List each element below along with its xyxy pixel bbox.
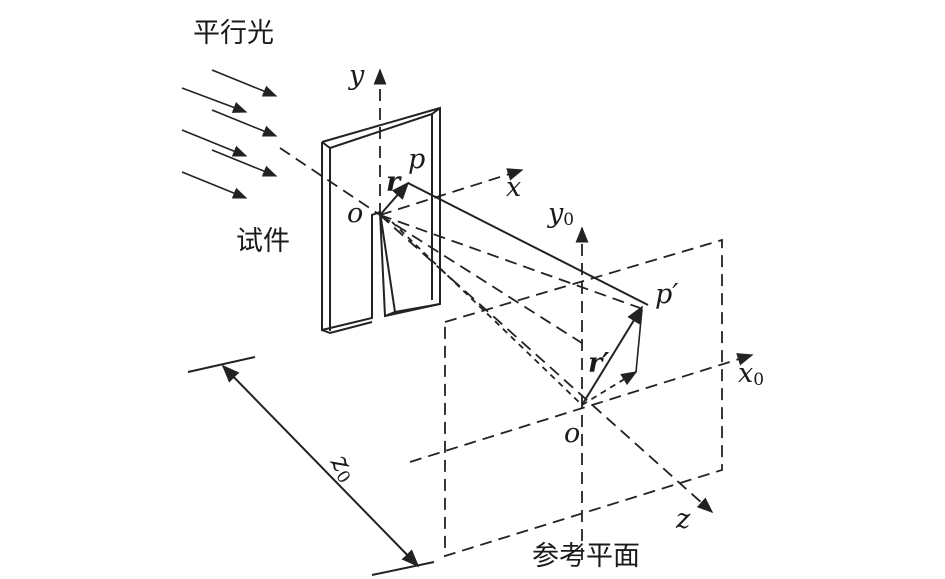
- specimen-label: 试件: [236, 226, 290, 257]
- axis-z-label: z: [675, 504, 691, 535]
- vector-r: [379, 181, 410, 216]
- axis-x-label: x: [506, 172, 521, 203]
- vector-r-prime: [581, 305, 643, 406]
- vector-r-label: r: [386, 167, 402, 198]
- reference-plane-label: 参考平面: [532, 541, 640, 572]
- reference-plane: [444, 238, 723, 558]
- projection-rays: [379, 214, 714, 514]
- ray-p-to-p-prime: [407, 182, 649, 306]
- z0-distance: [187, 356, 435, 576]
- origin-o-label: o: [347, 198, 363, 229]
- point-p-label: p: [408, 144, 425, 175]
- z0-label: z0: [323, 448, 364, 488]
- axis-x0-label: x0: [738, 358, 764, 390]
- reference-axes: [409, 226, 754, 560]
- vector-r-prime-label: r′: [588, 348, 609, 379]
- parallel-light-arrows: [181, 69, 278, 199]
- specimen-axes: [279, 68, 524, 216]
- parallel-light-label: 平行光: [193, 18, 274, 49]
- point-p-prime-label: p′: [655, 279, 678, 310]
- axis-y-label: y: [348, 60, 365, 91]
- axis-y0-label: y0: [547, 198, 574, 230]
- origin-o-ref-label: o: [564, 418, 580, 449]
- z0-label-group: z0: [323, 448, 364, 488]
- specimen-plate: [321, 106, 441, 335]
